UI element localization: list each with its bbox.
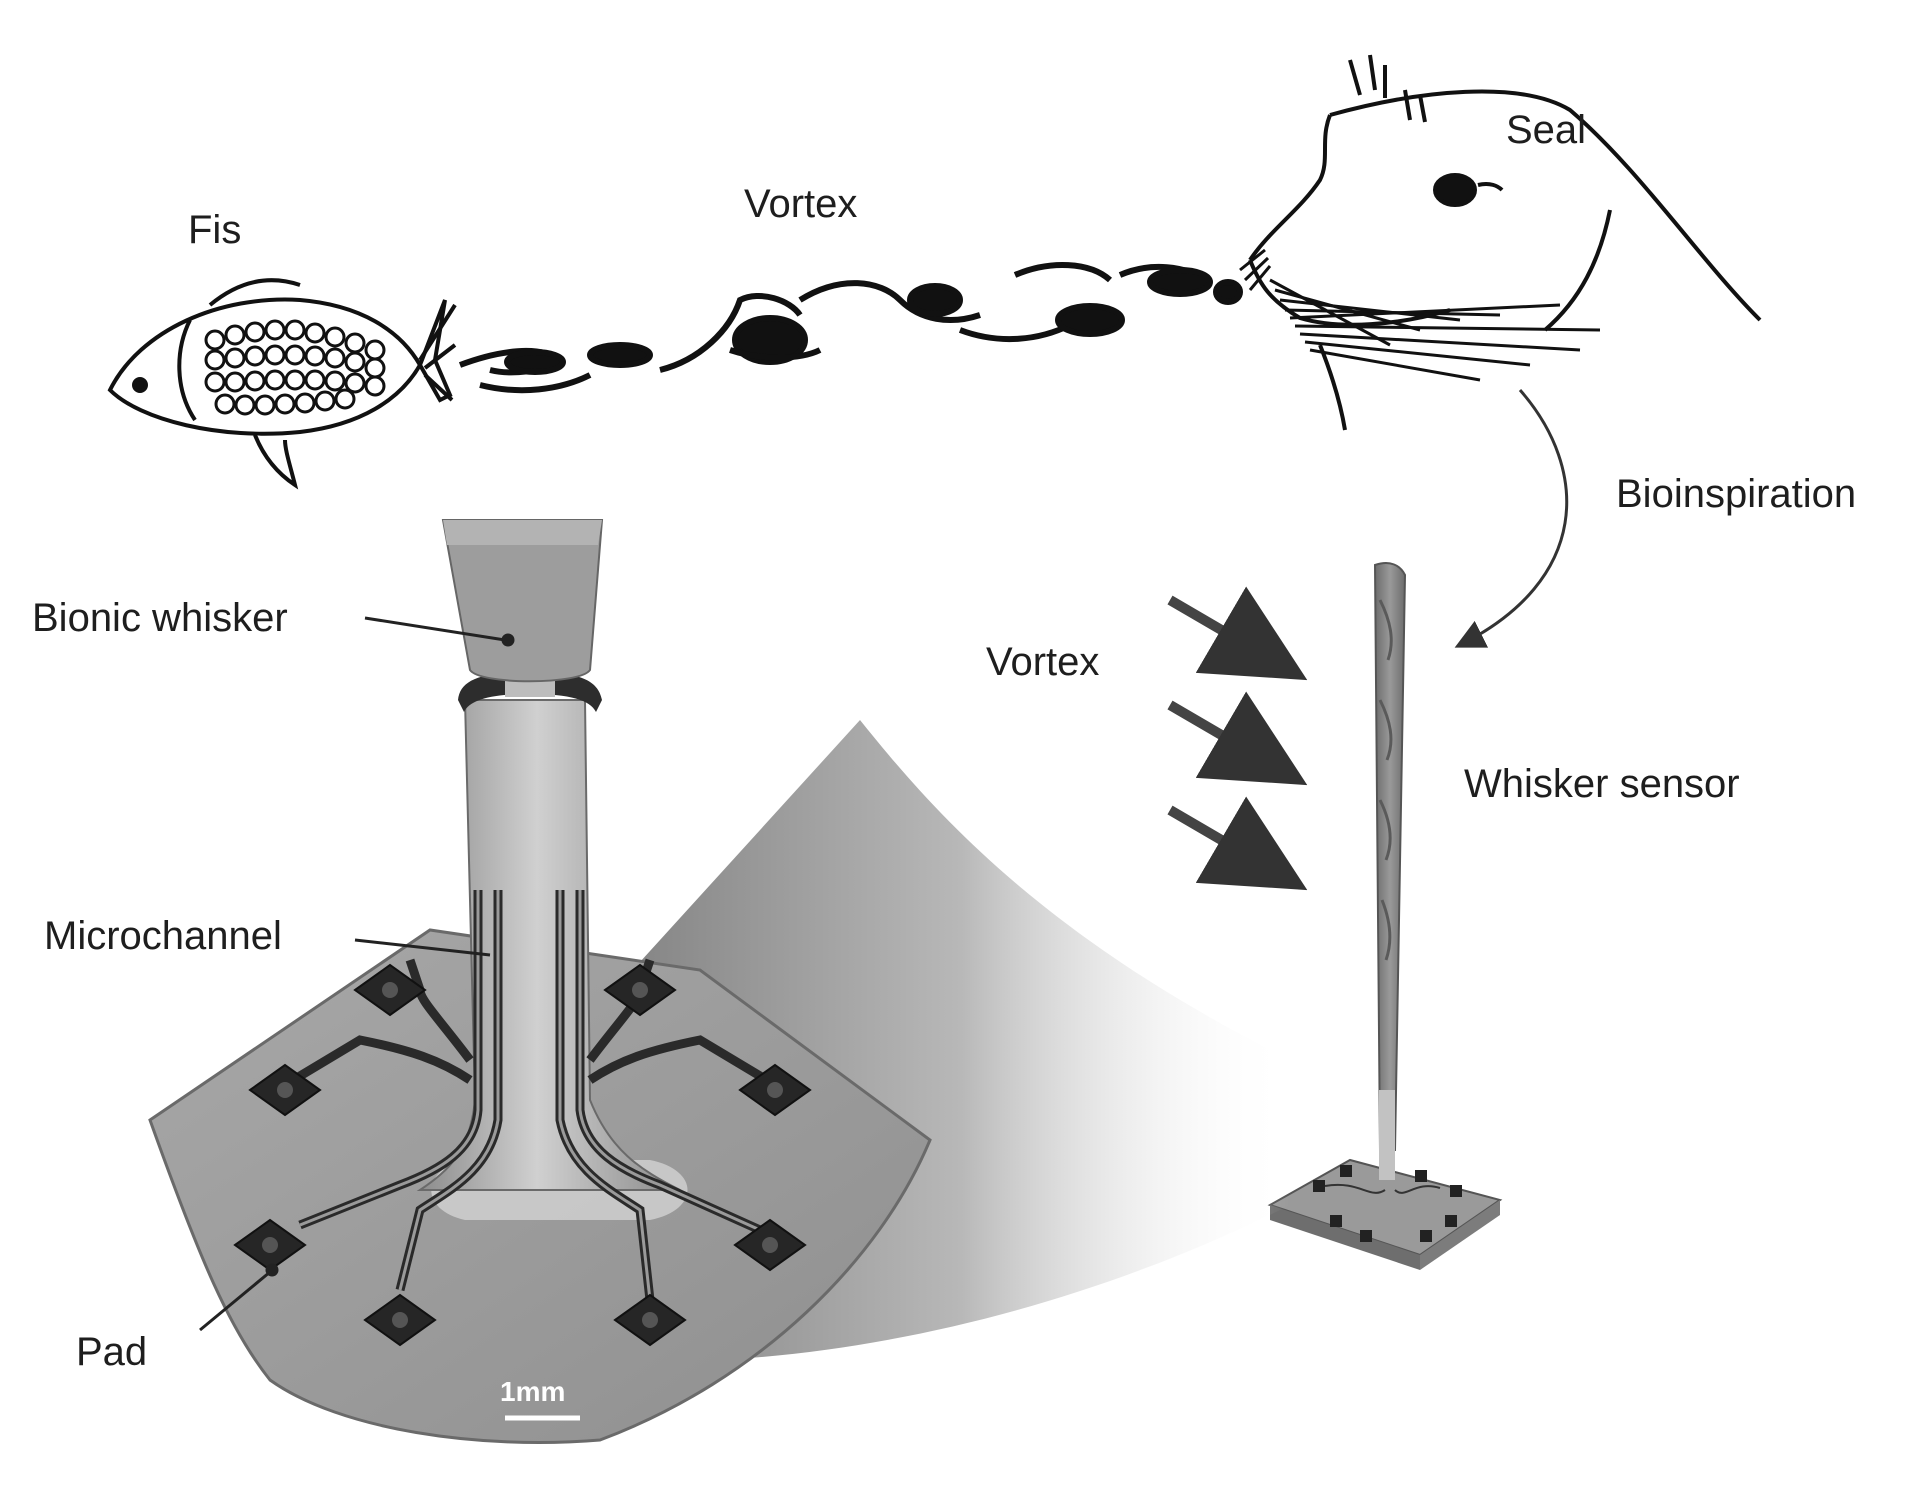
scale-bar-label: 1mm — [500, 1376, 566, 1407]
magnified-device — [148, 519, 932, 1444]
bionic-whisker-label: Bionic whisker — [32, 596, 288, 640]
vortex-side-label: Vortex — [986, 640, 1100, 684]
vortex-top-label: Vortex — [744, 182, 858, 226]
vortex-street — [458, 261, 1243, 394]
whisker-sensor-device — [1267, 562, 1503, 1270]
pad-label: Pad — [76, 1330, 148, 1374]
vortex-flow-arrows — [1167, 586, 1308, 891]
microchannel-label: Microchannel — [44, 914, 282, 958]
bioinspiration-arrow — [1454, 389, 1569, 648]
seal-drawing — [1248, 54, 1762, 431]
seal-whiskers — [1239, 248, 1601, 382]
fish-scales — [204, 319, 386, 416]
whisker-sensor-label: Whisker sensor — [1464, 762, 1740, 806]
seal-label: Seal — [1506, 108, 1587, 152]
fish-label: Fis — [188, 208, 242, 252]
bioinspiration-label: Bioinspiration — [1616, 472, 1857, 516]
leader-lines — [199, 616, 515, 1332]
